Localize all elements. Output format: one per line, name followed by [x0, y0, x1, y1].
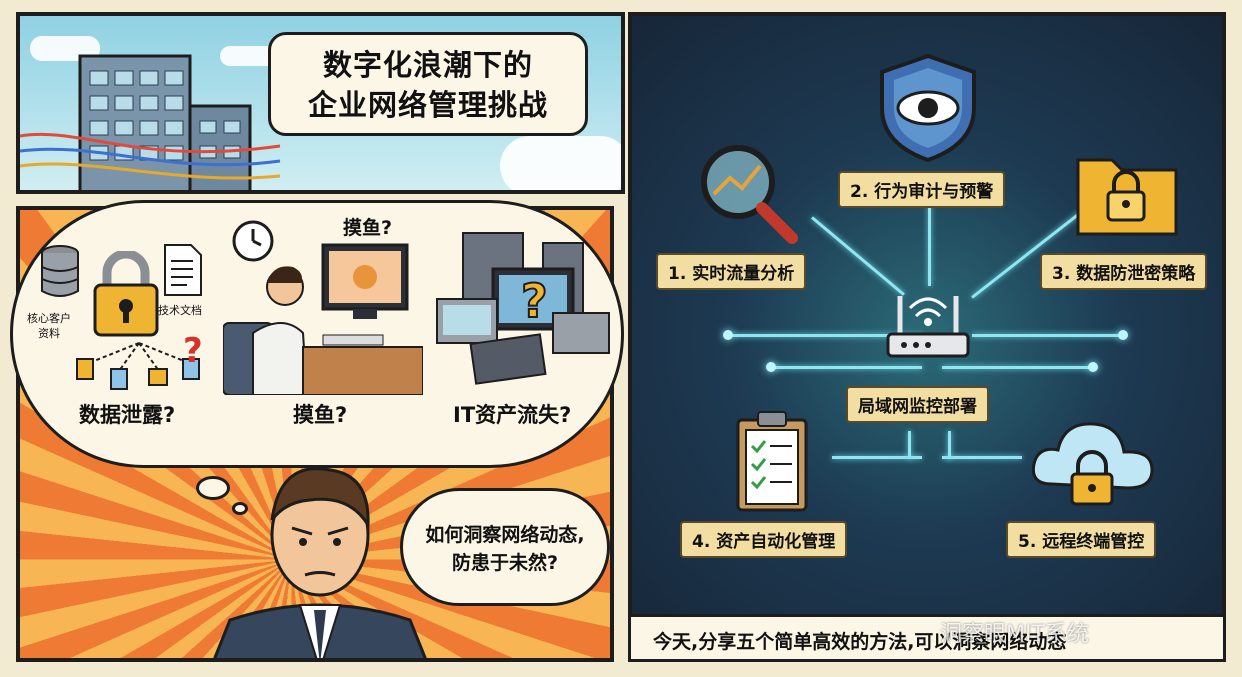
right-panel	[628, 12, 1226, 662]
page-title-line1: 数字化浪潮下的	[322, 48, 533, 82]
solution-hub-label: 局域网监控部署	[846, 386, 989, 423]
connector-left	[732, 334, 922, 337]
solution-item-1: 1. 实时流量分析	[656, 253, 807, 290]
solution-item-2: 2. 行为审计与预警	[838, 171, 1006, 208]
connector-right-lower	[942, 366, 1092, 369]
page-title-line2: 企业网络管理挑战	[307, 88, 548, 122]
title-bubble: 数字化浪潮下的 企业网络管理挑战	[268, 32, 588, 136]
watermark: 洞察眼MIT系统	[940, 622, 1089, 647]
connector-right	[972, 334, 1122, 337]
connector-item5	[942, 456, 1022, 459]
customer-data-label-line2: 资料	[38, 327, 60, 340]
connector-item4	[832, 456, 922, 459]
solution-item-4: 4. 资产自动化管理	[680, 521, 848, 558]
customer-data-label-line1: 核心客户	[27, 312, 71, 325]
cloud-lock-icon	[1031, 422, 1154, 506]
scattered-devices-illustration: ?	[436, 232, 610, 385]
worried-manager-illustration	[213, 467, 427, 658]
solution-item-3: 3. 数据防泄密策略	[1040, 253, 1208, 290]
connector-top	[928, 206, 931, 286]
slacking-top-label: 摸鱼?	[343, 217, 393, 239]
connector-hub-down-right	[948, 431, 951, 459]
slacking-employee-illustration	[223, 243, 423, 395]
connector-hub-down-left	[908, 431, 911, 459]
connector-left-lower	[772, 366, 922, 369]
speech-line1: 如何洞察网络动态,	[425, 524, 585, 546]
tech-docs-label: 技术文档	[158, 304, 202, 317]
caption-text: 今天,分享五个简单高效的方法,可以洞察网络动态	[653, 631, 1067, 653]
node-dot-right	[1118, 330, 1128, 340]
svg-text:?: ?	[521, 274, 548, 328]
solution-item-5: 5. 远程终端管控	[1006, 521, 1157, 558]
clock-icon	[232, 220, 274, 262]
thought-dot-small	[232, 502, 248, 515]
node-dot-right-lower	[1088, 362, 1098, 372]
data-leak-label: 数据泄露?	[79, 403, 176, 427]
database-icon	[41, 245, 79, 297]
locked-folder-icon	[1076, 158, 1178, 236]
speech-line2: 防患于未然?	[451, 552, 559, 574]
scattered-files-icon	[76, 342, 200, 390]
padlock-icon	[93, 251, 159, 337]
shield-eye-icon	[880, 53, 976, 163]
clipboard-checklist-icon	[736, 411, 808, 512]
node-dot-left-lower	[766, 362, 776, 372]
slacking-bottom-label: 摸鱼?	[293, 403, 348, 427]
asset-loss-label: IT资产流失?	[453, 403, 572, 427]
speech-bubble: 如何洞察网络动态, 防患于未然?	[400, 488, 610, 606]
office-building-illustration	[20, 36, 621, 190]
node-dot-left	[723, 330, 733, 340]
thought-cloud: 核心客户 资料 技术文档 ? 摸鱼? ? 数据泄露?	[10, 200, 624, 468]
wifi-router-icon	[886, 296, 970, 358]
thought-dot-large	[196, 476, 230, 500]
red-question-mark-icon: ?	[183, 331, 203, 371]
document-icon	[164, 244, 202, 296]
customer-data-label: 核心客户 资料	[27, 311, 71, 341]
magnifier-chart-icon	[701, 145, 798, 244]
caption-bar: 今天,分享五个简单高效的方法,可以洞察网络动态	[628, 614, 1226, 662]
